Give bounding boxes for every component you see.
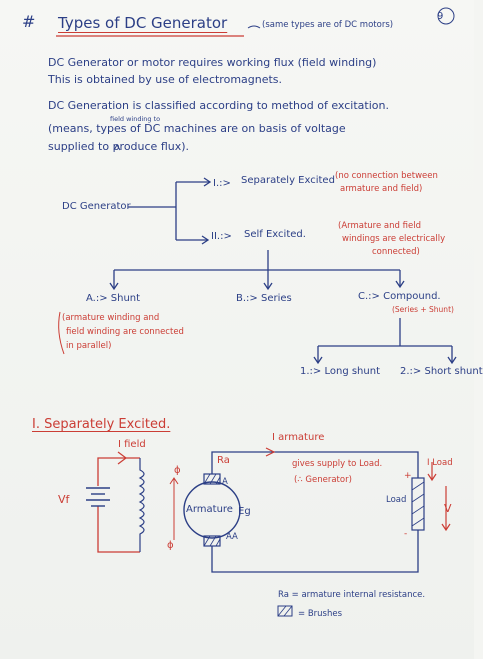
- page-number: 9: [437, 11, 444, 22]
- compound-note: (Series + Shunt): [392, 305, 454, 314]
- insert-caret: [113, 144, 121, 151]
- iload-arrow: [427, 462, 437, 482]
- load-minus: -: [404, 529, 407, 539]
- branch2-note-1: (Armature and field: [338, 221, 421, 231]
- to-long-head: [313, 356, 323, 365]
- phi-bottom-label: ϕ: [167, 540, 174, 551]
- terminal-a-label: A: [222, 477, 228, 487]
- armature-circle: [183, 481, 241, 539]
- shunt-note-3: in parallel): [66, 341, 112, 351]
- to-series-head: [263, 282, 273, 291]
- intro-line-2: This is obtained by use of electromagnet…: [48, 73, 283, 86]
- branch2-label: Self Excited.: [244, 229, 306, 240]
- to-compound-head: [395, 280, 405, 289]
- ifield-label: I field: [118, 439, 146, 450]
- ifield-arrow: [117, 451, 127, 465]
- field-wire-bottom: [97, 506, 140, 553]
- branch1-arrowhead: [203, 177, 212, 187]
- short-shunt: 2.:> Short shunt: [400, 366, 483, 377]
- title-note: (same types are of DC motors): [262, 20, 394, 30]
- long-shunt: 1.:> Long shunt: [300, 366, 380, 377]
- load-plus: +: [404, 471, 412, 481]
- legend-brush-swatch: [277, 605, 293, 617]
- branch1-number: I.:>: [213, 178, 231, 189]
- legend-ra: Ra = armature internal resistance.: [278, 590, 426, 600]
- armature-wire-bottom: [211, 538, 419, 573]
- terminal-aa-label: AA: [226, 532, 238, 542]
- branch1-note-2: armature and field): [340, 184, 423, 194]
- subtype-series: B.:> Series: [236, 293, 292, 304]
- armature-wire-top: [211, 451, 419, 474]
- branch1-note-1: (no connection between: [335, 171, 438, 181]
- load-label: Load: [386, 495, 407, 505]
- iarmature-arrow: [265, 447, 276, 457]
- intro-line-3: DC Generation is classified according to…: [48, 99, 389, 112]
- shunt-note-2: field winding are connected: [66, 327, 184, 337]
- subtype-shunt: A.:> Shunt: [86, 293, 141, 304]
- branch2-arrowhead: [201, 235, 210, 245]
- eg-label: Eg: [238, 506, 251, 517]
- v-arrowhead: [441, 523, 451, 532]
- legend-brush-hatch: [277, 605, 293, 617]
- branch1-label: Separately Excited: [241, 175, 335, 186]
- intro-line-1: DC Generator or motor requires working f…: [48, 56, 377, 69]
- supply-note-1: gives supply to Load.: [292, 459, 383, 469]
- to-short-head: [447, 356, 457, 365]
- branch2-number: II.:>: [211, 231, 232, 242]
- intro-line-4: (means, types of DC machines are on basi…: [48, 122, 346, 135]
- intro-line-5: supplied to produce flux).: [48, 140, 190, 153]
- branch2-note-3: connected): [372, 247, 420, 257]
- page-number-circle: [437, 7, 455, 25]
- legend-brush: = Brushes: [298, 609, 343, 619]
- tree-root: DC Generator: [62, 201, 131, 212]
- load-hatch: [411, 481, 425, 527]
- branch2-note-2: windings are electrically: [342, 234, 446, 244]
- top-brush-hatch: [203, 473, 221, 485]
- armature-label: Armature: [186, 504, 233, 515]
- shunt-note-1: (armature winding and: [62, 313, 160, 323]
- note-dash: [247, 25, 261, 29]
- iarmature-label: I armature: [272, 432, 325, 443]
- to-shunt-head: [109, 282, 119, 291]
- v-label: V: [444, 502, 452, 515]
- vf-label: Vf: [58, 493, 70, 506]
- bottom-brush-hatch: [203, 535, 221, 547]
- section-title: I. Separately Excited.: [32, 417, 171, 432]
- field-coil: [138, 458, 145, 552]
- intro-insert: field winding to: [110, 115, 161, 123]
- phi-top-label: ϕ: [174, 465, 181, 476]
- page-title: Types of DC Generator: [58, 14, 228, 32]
- iload-label: I Load: [427, 458, 453, 468]
- shunt-note-bracket: [58, 311, 65, 355]
- flux-arrow: [169, 477, 179, 485]
- heading-hash: #: [22, 12, 36, 31]
- supply-note-2: (∴ Generator): [294, 475, 352, 485]
- field-wire-top: [97, 457, 140, 486]
- subtype-compound: C.:> Compound.: [358, 291, 441, 302]
- ra-label: Ra: [217, 455, 230, 466]
